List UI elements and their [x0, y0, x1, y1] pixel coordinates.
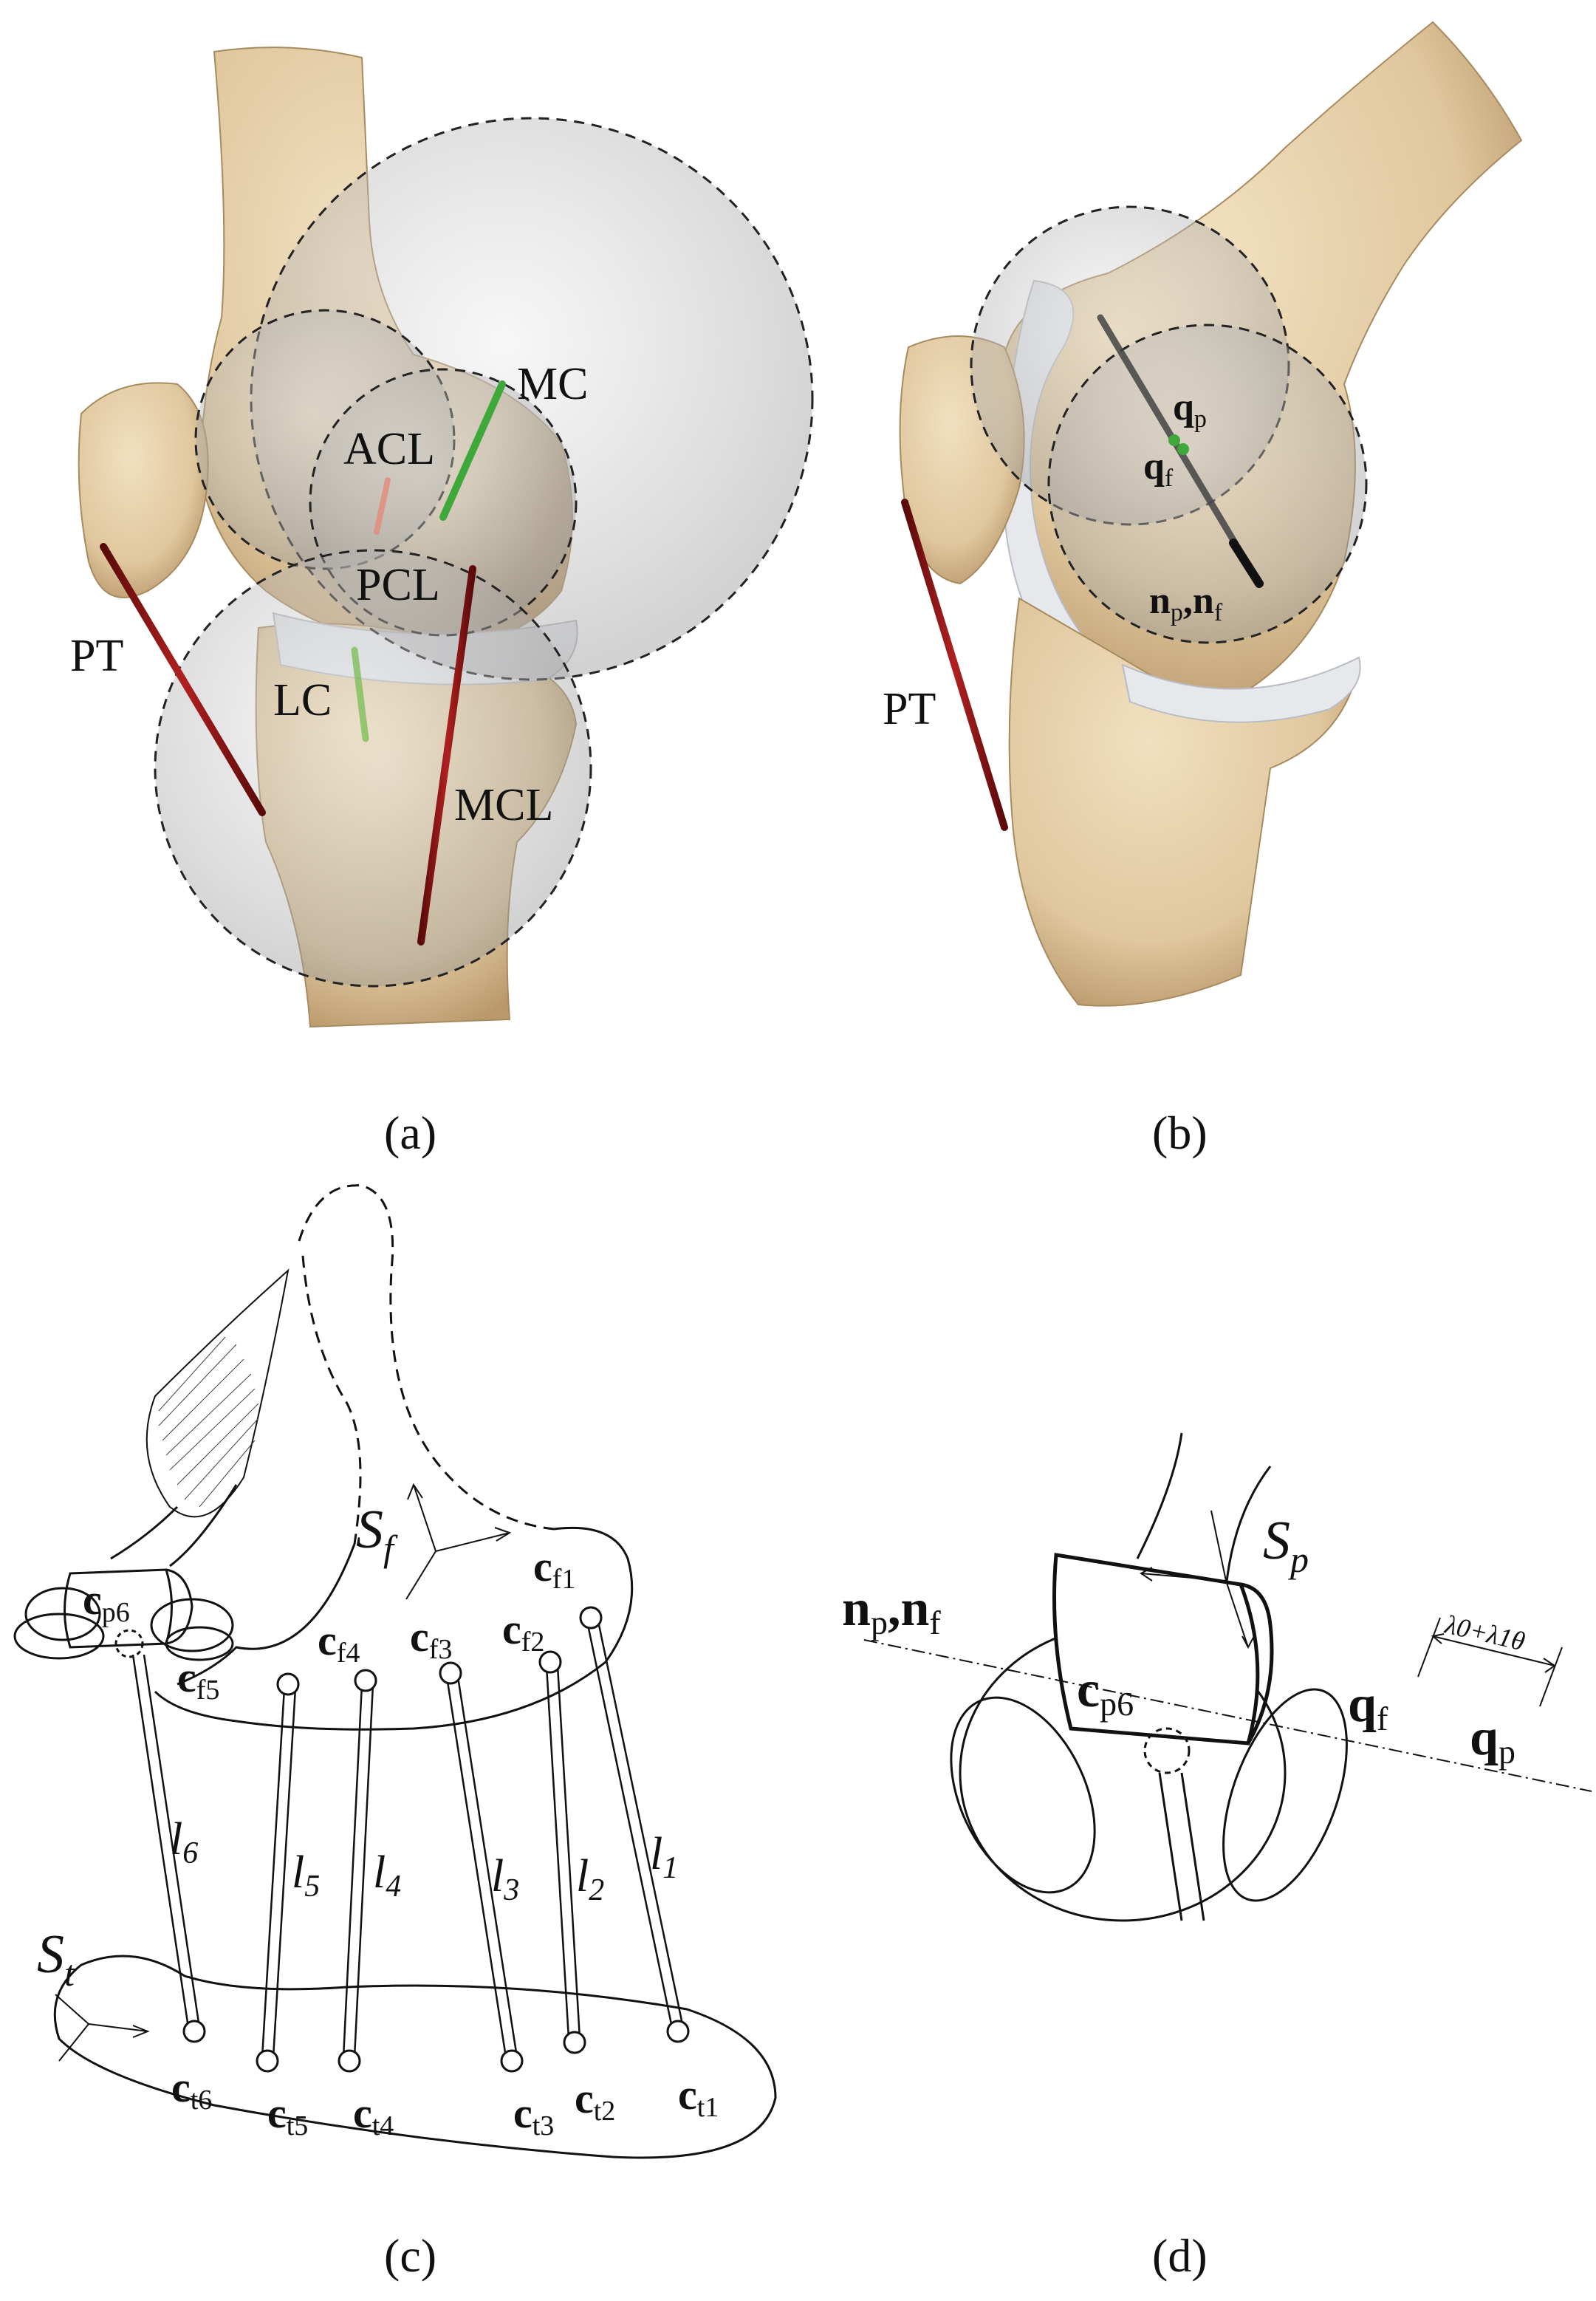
label-ct6: ct6 [171, 2063, 212, 2116]
label-sp: Sp [1263, 1511, 1309, 1580]
label-ct4: ct4 [353, 2089, 394, 2141]
label-cf1: cf1 [533, 1542, 575, 1595]
patella-block-d [1052, 1553, 1260, 1746]
muscle-c [145, 1268, 290, 1518]
caption-d: (d) [1152, 2229, 1208, 2282]
panel-c [13, 1184, 777, 2159]
label-qp-d: qp [1470, 1709, 1515, 1771]
femur-outline-dashed-c [298, 1184, 555, 1545]
sphere-lower-a [154, 549, 592, 988]
muscle-striations-c [158, 1336, 259, 1508]
label-mcl: MCL [454, 780, 553, 830]
pt-ligament-b [901, 499, 1008, 831]
tendon-c [110, 1484, 238, 1567]
pt-ligament-a [100, 543, 266, 816]
mc-ligament-a [439, 380, 506, 521]
label-cf3: cf3 [410, 1613, 452, 1665]
condyle-right-d [1222, 1688, 1348, 1902]
tibia-outline-c [53, 1955, 777, 2159]
joints-c [182, 1606, 690, 2073]
label-cf2: cf2 [502, 1605, 544, 1658]
frame-sp-d [1140, 1510, 1255, 1649]
label-cp6-d: cp6 [1077, 1661, 1134, 1723]
label-cf5: cf5 [177, 1653, 219, 1706]
hidden-joint-d [1143, 1727, 1191, 1774]
label-mc: MC [517, 359, 588, 409]
label-ct1: ct1 [678, 2071, 719, 2123]
leg-d [1158, 1772, 1205, 1921]
axis-line-d [863, 1639, 1592, 1792]
label-cf4: cf4 [318, 1616, 360, 1669]
label-ct3: ct3 [513, 2089, 554, 2141]
label-lc: LC [273, 675, 332, 725]
label-l5: l5 [292, 1847, 320, 1904]
label-pcl: PCL [356, 560, 440, 610]
label-pt-b: PT [883, 684, 936, 734]
label-l2: l2 [576, 1851, 604, 1907]
label-npnf-b: np,nf [1149, 580, 1223, 626]
label-ct5: ct5 [267, 2089, 308, 2141]
sphere-lower-b [1047, 324, 1368, 644]
caption-c: (c) [384, 2229, 436, 2282]
point-qp-marker [1168, 434, 1180, 446]
label-l6: l6 [170, 1814, 198, 1870]
axis-rod-end-b [1229, 539, 1264, 588]
caption-b: (b) [1152, 1107, 1208, 1159]
caption-a: (a) [384, 1107, 436, 1159]
acl-ligament-a [374, 477, 391, 535]
frame-sf-c [405, 1483, 512, 1600]
label-sf: Sf [356, 1500, 398, 1569]
label-pt-a: PT [70, 631, 123, 681]
panel-b: qp qf np,nf PT (b) [883, 21, 1523, 1159]
offset-dimension-d [1417, 1617, 1563, 1707]
label-npnf-d: np,nf [842, 1580, 941, 1641]
label-qf-d: qf [1348, 1676, 1388, 1737]
legs-c [131, 1621, 685, 2058]
label-acl: ACL [343, 424, 435, 474]
frame-st-c [55, 1994, 150, 2062]
panel-a: MC ACL PCL PT LC MCL (a) [70, 47, 814, 1159]
panel-d [863, 1432, 1592, 1922]
label-ct2: ct2 [575, 2074, 615, 2127]
panel-c-labels: Sf St cf1 cf2 cf3 cf4 cf5 cp6 ct1 ct2 ct… [37, 1500, 719, 2282]
label-l4: l4 [373, 1847, 401, 1904]
label-l3: l3 [491, 1851, 519, 1907]
meniscus-b [1121, 656, 1361, 723]
femur-lines-d [1136, 1432, 1272, 1589]
panel-d-labels: Sp np,nf cp6 qf qp λ0+λ1θ (d) [842, 1511, 1528, 2282]
femur-condyle-outline-c [154, 1526, 634, 1731]
label-st: St [37, 1924, 75, 1994]
patella-block-c [13, 1568, 234, 1661]
mcl-ligament-a [417, 565, 476, 946]
label-qp-b: qp [1173, 386, 1207, 433]
patella-block-side-d [1240, 1582, 1274, 1745]
lc-ligament-a [351, 646, 369, 742]
patella-a [78, 382, 209, 598]
label-qf-b: qf [1143, 445, 1174, 492]
label-cp6-c: cp6 [83, 1576, 130, 1628]
label-l1: l1 [650, 1829, 678, 1885]
point-qf-marker [1177, 443, 1189, 455]
